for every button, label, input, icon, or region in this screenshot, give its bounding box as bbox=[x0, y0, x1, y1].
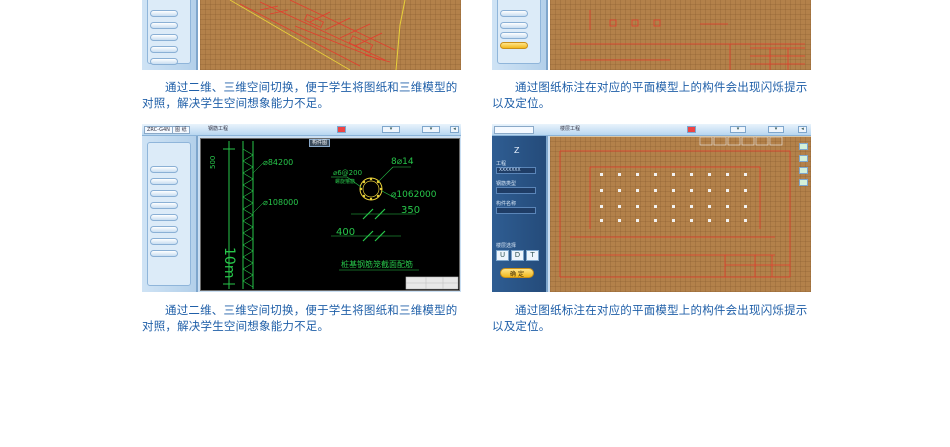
panel-header: 钢筋工程 bbox=[208, 126, 229, 132]
floor-plan-drawing bbox=[559, 136, 791, 278]
label-diameter: ⌀1062000 bbox=[391, 190, 437, 200]
top-toolbar: ZRC-G4N 图 纸 钢筋工程 ▾ ▾ ◂ bbox=[142, 124, 461, 136]
rebar-cage-drawing: 500 10m ⌀84200 ⌀108000 ⌀6@200 螺旋箍筋 8⌀14 … bbox=[209, 141, 459, 290]
drawing-caption: 桩基钢筋笼截面配筋 bbox=[341, 259, 413, 269]
dim-vertical-label: 500 bbox=[209, 156, 217, 169]
caption-bottom-right: 通过图纸标注在对应的平面模型上的构件会出现闪烁提示以及定位。 bbox=[492, 303, 808, 333]
step-button-group: U D T bbox=[496, 250, 542, 262]
screenshot-plan-annotation bbox=[492, 0, 811, 70]
field-input-project[interactable]: XXXXXXX bbox=[496, 167, 536, 174]
filter-icon[interactable]: ▾ bbox=[768, 126, 784, 133]
filter-icon[interactable]: ▾ bbox=[422, 126, 440, 133]
screenshot-3d-perspective bbox=[142, 0, 461, 70]
field-label-floor: 楼层选择 bbox=[496, 243, 517, 249]
red-circle-icon[interactable] bbox=[337, 126, 346, 133]
tool-button-2[interactable] bbox=[500, 22, 528, 29]
view-tab[interactable]: 构件图 bbox=[309, 139, 331, 147]
caption-bottom-left: 通过二维、三维空间切换，便于学生将图纸和三维模型的对照，解决学生空间想象能力不足… bbox=[142, 303, 458, 333]
tool-button-3[interactable] bbox=[150, 190, 178, 197]
field-label-rebar-type: 钢筋类型 bbox=[496, 181, 517, 187]
left-toolbar bbox=[142, 0, 198, 70]
chevron-down-icon[interactable]: ▾ bbox=[730, 126, 746, 133]
caption-top-left: 通过二维、三维空间切换，便于学生将图纸和三维模型的对照，解决学生空间想象能力不足… bbox=[142, 80, 458, 110]
field-label-project: 工程 bbox=[496, 161, 507, 167]
tool-button-5[interactable] bbox=[150, 214, 178, 221]
label-stirrup-note: 螺旋箍筋 bbox=[335, 178, 355, 185]
left-form-panel: Z 工程 XXXXXXX 钢筋类型 构件名称 楼层选择 U D T 确 定 bbox=[492, 136, 548, 292]
dim-400: 400 bbox=[336, 227, 355, 238]
left-toolbar bbox=[492, 0, 548, 70]
tool-button-3[interactable] bbox=[150, 34, 178, 41]
label-bar-top: ⌀84200 bbox=[263, 158, 293, 167]
z-label: Z bbox=[514, 146, 520, 155]
side-icon-column bbox=[799, 143, 809, 193]
tool-button-4[interactable] bbox=[150, 46, 178, 53]
label-main-bars: 8⌀14 bbox=[391, 157, 414, 167]
3d-model-drawing bbox=[229, 0, 406, 70]
3d-model-view[interactable] bbox=[200, 0, 461, 70]
panel-header: 楼层工程 bbox=[560, 126, 581, 132]
tool-icon-3[interactable] bbox=[799, 167, 808, 174]
tab-back[interactable] bbox=[494, 126, 534, 134]
tool-button-active[interactable] bbox=[500, 42, 528, 49]
screenshot-plan-view: 楼层工程 ▾ ▾ ◂ Z 工程 XXXXXXX 钢筋类型 构件名称 楼层选择 U… bbox=[492, 124, 811, 292]
step-button-up[interactable]: U bbox=[496, 250, 509, 261]
tab-model-code[interactable]: ZRC-G4N bbox=[144, 126, 173, 134]
cad-canvas[interactable]: 构件图 500 10m ⌀84200 ⌀108000 bbox=[200, 138, 460, 291]
red-circle-icon[interactable] bbox=[687, 126, 696, 133]
tool-button-1[interactable] bbox=[150, 166, 178, 173]
tool-button-3[interactable] bbox=[500, 32, 528, 39]
tool-button-2[interactable] bbox=[150, 22, 178, 29]
tool-button-5[interactable] bbox=[150, 58, 178, 65]
plan-model-view[interactable] bbox=[550, 136, 811, 292]
left-toolbar bbox=[142, 136, 198, 292]
tool-button-7[interactable] bbox=[150, 238, 178, 245]
tool-icon-1[interactable] bbox=[799, 143, 808, 150]
label-stirrup: ⌀6@200 bbox=[333, 169, 362, 177]
top-toolbar: 楼层工程 ▾ ▾ ◂ bbox=[492, 124, 811, 136]
tool-button-4[interactable] bbox=[150, 202, 178, 209]
step-button-down[interactable]: D bbox=[511, 250, 524, 261]
caption-top-right: 通过图纸标注在对应的平面模型上的构件会出现闪烁提示以及定位。 bbox=[492, 80, 808, 110]
plan-drawing bbox=[570, 10, 805, 70]
tool-icon-4[interactable] bbox=[799, 179, 808, 186]
step-button-top[interactable]: T bbox=[526, 250, 539, 261]
tool-button-1[interactable] bbox=[150, 10, 178, 17]
confirm-button[interactable]: 确 定 bbox=[500, 268, 534, 278]
chevron-left-icon[interactable]: ◂ bbox=[450, 126, 459, 133]
dim-350: 350 bbox=[401, 205, 420, 216]
chevron-down-icon[interactable]: ▾ bbox=[382, 126, 400, 133]
tab-drawing[interactable]: 图 纸 bbox=[172, 126, 190, 134]
tool-icon-2[interactable] bbox=[799, 155, 808, 162]
tool-button-6[interactable] bbox=[150, 226, 178, 233]
screenshot-cad-drawing: ZRC-G4N 图 纸 钢筋工程 ▾ ▾ ◂ 构件图 500 10 bbox=[142, 124, 461, 292]
tool-button-2[interactable] bbox=[150, 178, 178, 185]
tool-button-1[interactable] bbox=[500, 10, 528, 17]
label-bar-mid: ⌀108000 bbox=[263, 198, 298, 207]
field-input-rebar-type[interactable] bbox=[496, 187, 536, 194]
field-label-member: 构件名称 bbox=[496, 201, 517, 207]
tool-button-8[interactable] bbox=[150, 250, 178, 257]
plan-model-view[interactable] bbox=[550, 0, 811, 70]
field-input-member[interactable] bbox=[496, 207, 536, 214]
chevron-left-icon[interactable]: ◂ bbox=[798, 126, 807, 133]
dim-height-label: 10m bbox=[221, 247, 237, 278]
